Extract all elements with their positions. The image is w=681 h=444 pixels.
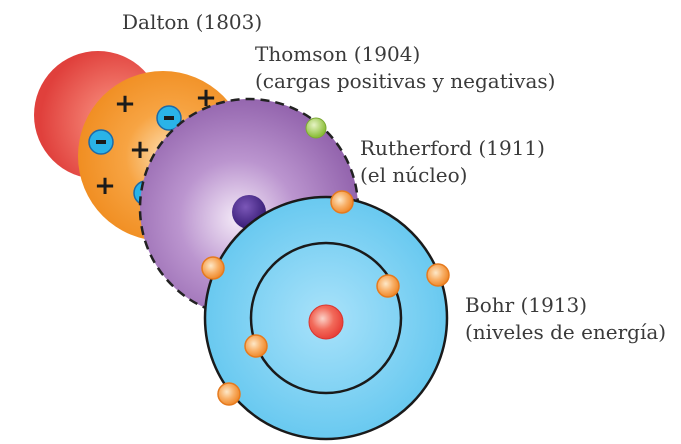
electron-icon [218,383,240,405]
electron-icon [245,335,267,357]
electron-icon [377,275,399,297]
electron-icon [427,264,449,286]
thomson-label: Thomson (1904) [255,42,420,66]
electron-icon [331,191,353,213]
bohr-label: Bohr (1913) [465,293,587,317]
bohr-note: (niveles de energía) [465,320,666,344]
nucleus-icon [309,305,343,339]
positive-charge-icon: + [94,171,116,201]
rutherford-label: Rutherford (1911) [360,136,545,160]
rutherford-note: (el núcleo) [360,163,467,187]
electron-icon [306,118,326,138]
thomson-note: (cargas positivas y negativas) [255,69,555,93]
electron-icon [202,257,224,279]
positive-charge-icon: + [129,135,151,165]
positive-charge-icon: + [114,89,136,119]
dalton-label: Dalton (1803) [122,10,262,34]
